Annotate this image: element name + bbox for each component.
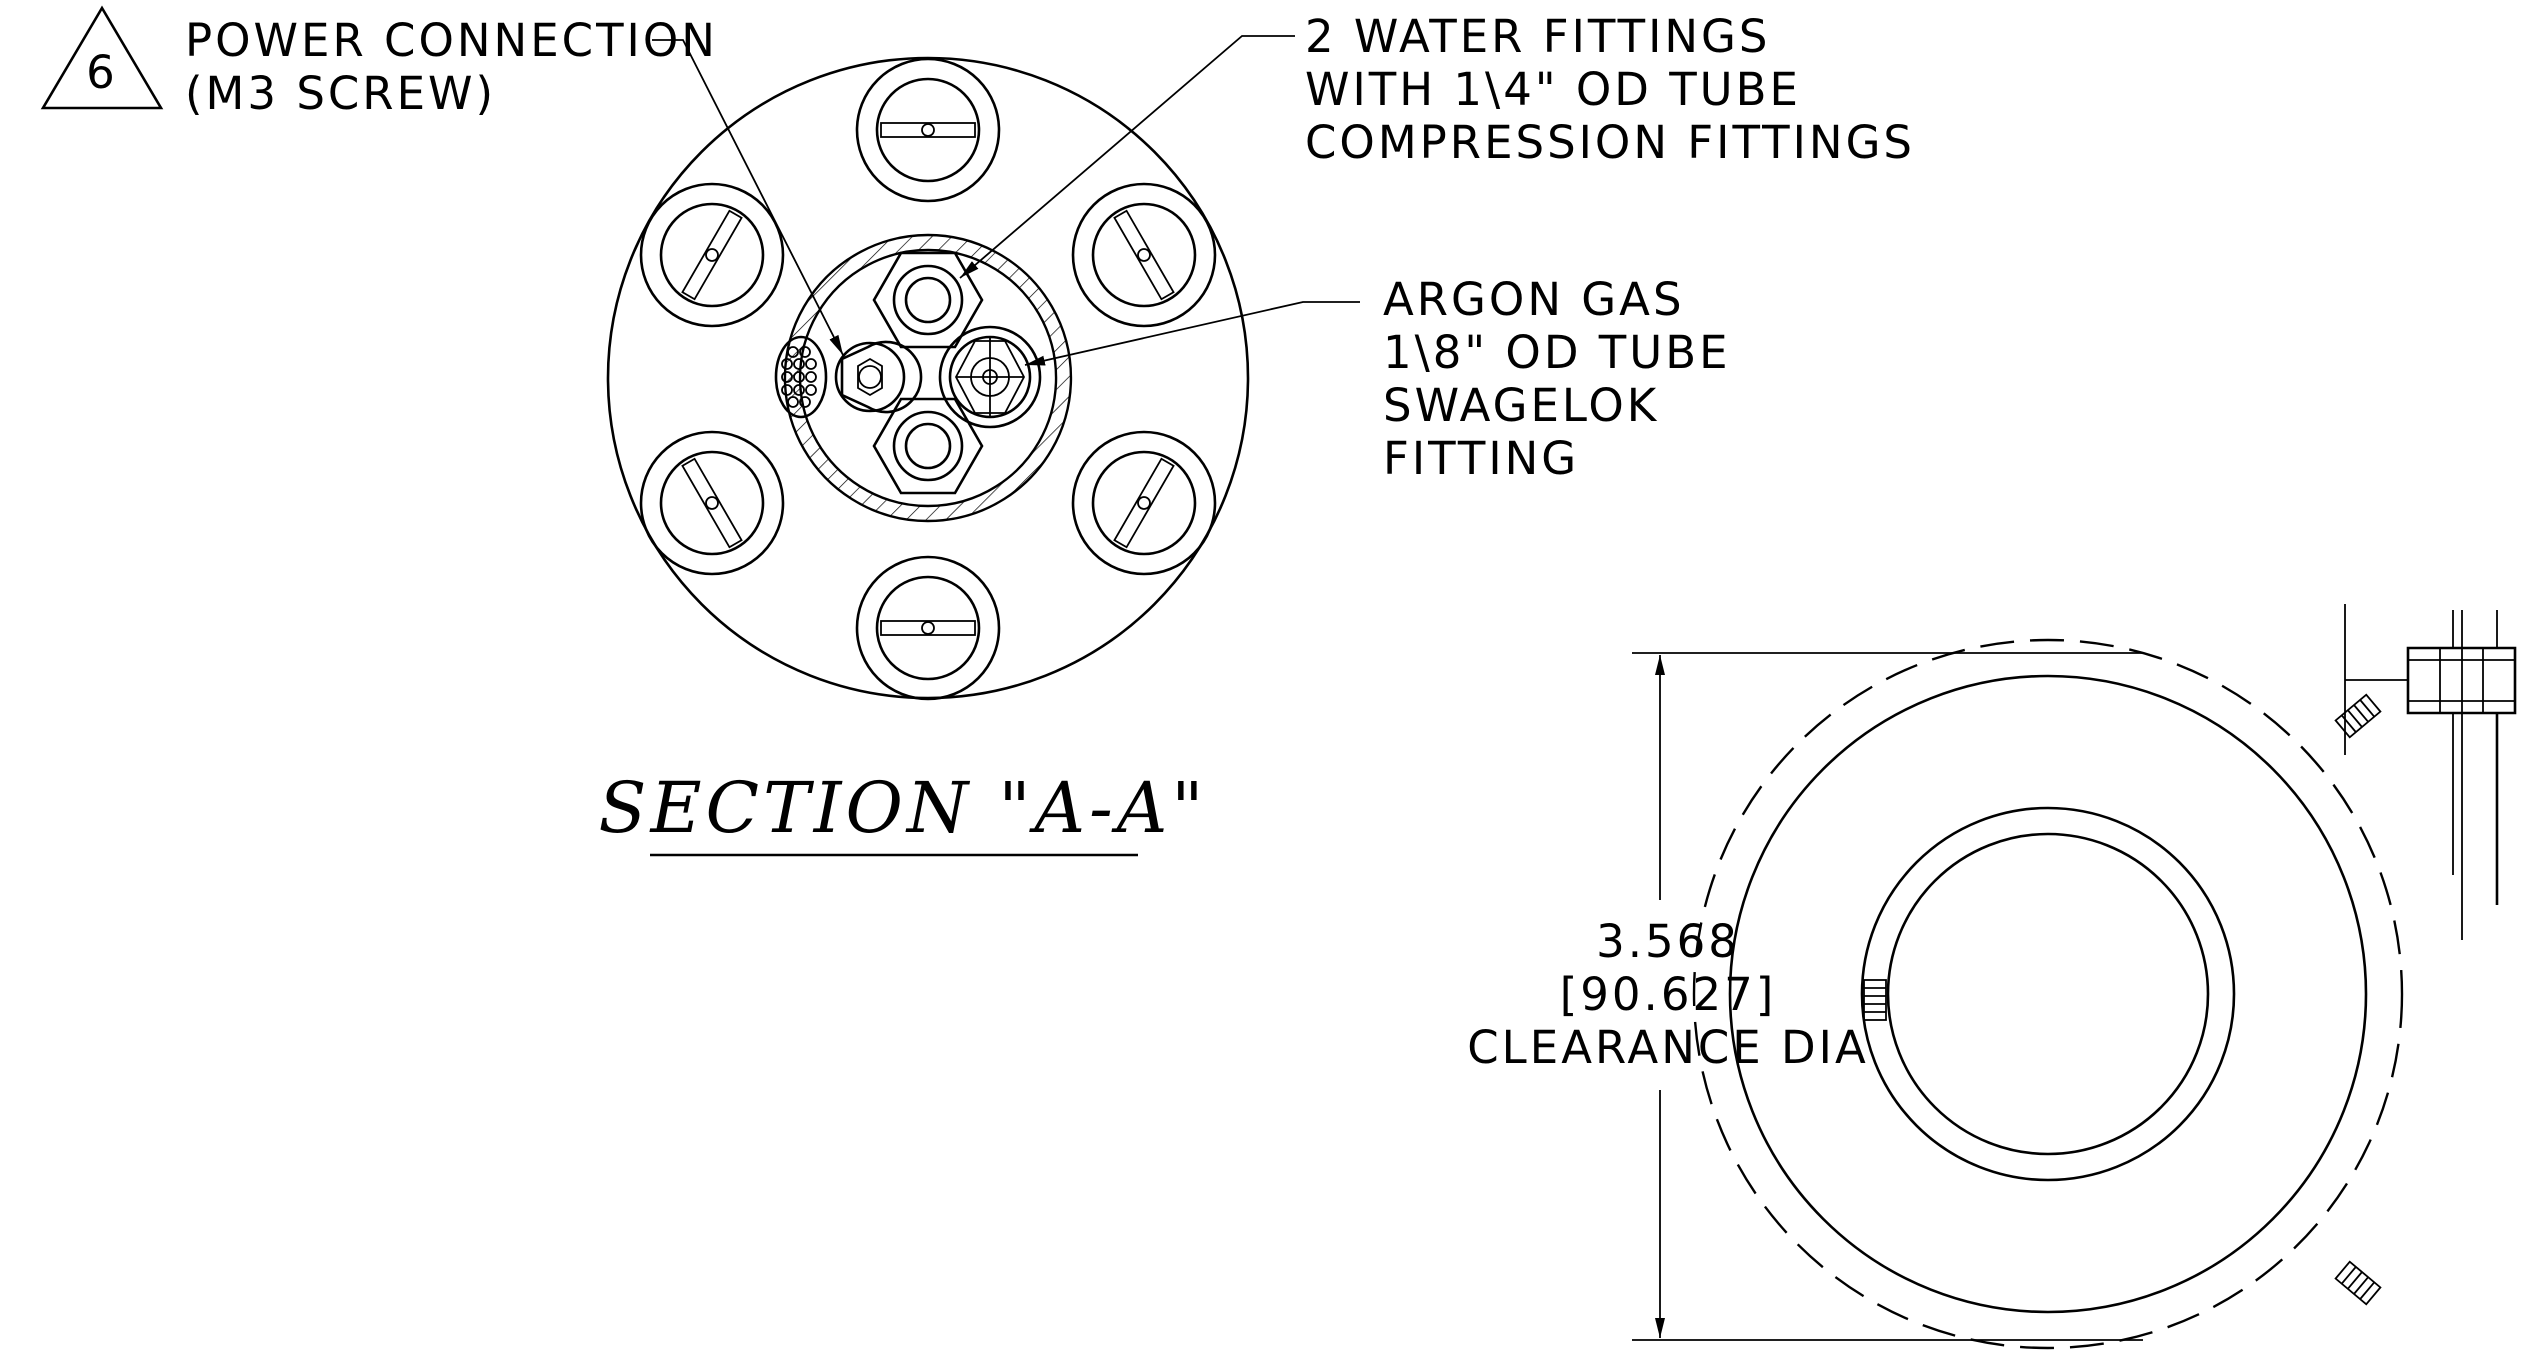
water-fittings-line-3: COMPRESSION FITTINGS [1305, 116, 1915, 169]
argon-gas-line-4: FITTING [1383, 432, 1579, 485]
dimension-label: CLEARANCE DIA [1467, 1021, 1868, 1074]
set-screw-top [2334, 693, 2382, 739]
outer-body-circle [1728, 674, 2368, 1314]
bore-outer-circle [1860, 806, 2236, 1182]
power-connection-line-2: (M3 SCREW) [185, 67, 496, 120]
argon-gas-note: ARGON GAS 1\8" OD TUBE SWAGELOK FITTING [1024, 273, 1731, 485]
power-connection-screw [834, 340, 923, 414]
bolt-upper-left [639, 182, 785, 328]
flange-outline [606, 56, 1250, 700]
argon-gas-line-1: ARGON GAS [1383, 273, 1685, 326]
water-fittings-line-1: 2 WATER FITTINGS [1305, 10, 1770, 63]
bolt-upper-right [1071, 182, 1217, 328]
dimension-inch: 3.568 [1596, 915, 1740, 968]
section-title: SECTION "A-A" [599, 767, 1208, 849]
water-fittings-line-2: WITH 1\4" OD TUBE [1305, 63, 1801, 116]
clearance-view: 3.568 [90.627] CLEARANCE DIA [1467, 604, 2517, 1350]
argon-gas-fitting [938, 325, 1042, 429]
hex-fitting [2344, 604, 2517, 940]
bolt-bottom [855, 555, 1001, 701]
set-screw-bottom [2334, 1260, 2382, 1306]
dimension-mm: [90.627] [1560, 968, 1777, 1021]
clearance-dimension: 3.568 [90.627] CLEARANCE DIA [1467, 652, 2143, 1341]
bolt-lower-left [639, 430, 785, 576]
bolt-lower-right [1071, 430, 1217, 576]
bolt-top [855, 57, 1001, 203]
power-connection-line-1: POWER CONNECTION [185, 14, 718, 67]
power-cable [774, 335, 828, 419]
argon-gas-line-2: 1\8" OD TUBE [1383, 326, 1731, 379]
note-flag: 6 [40, 5, 164, 110]
water-fittings-note: 2 WATER FITTINGS WITH 1\4" OD TUBE COMPR… [959, 10, 1915, 279]
water-fitting-upper [872, 251, 984, 349]
set-screw-left [1863, 979, 1887, 1021]
water-fitting-lower [872, 397, 984, 495]
section-view: SECTION "A-A" [599, 56, 1250, 857]
bore-inner-circle [1886, 832, 2210, 1156]
tube-wall-section [783, 233, 1073, 523]
clearance-circle [1692, 638, 2404, 1350]
note-flag-number: 6 [86, 46, 118, 99]
power-connection-note: POWER CONNECTION (M3 SCREW) [185, 14, 844, 356]
argon-gas-line-3: SWAGELOK [1383, 379, 1659, 432]
